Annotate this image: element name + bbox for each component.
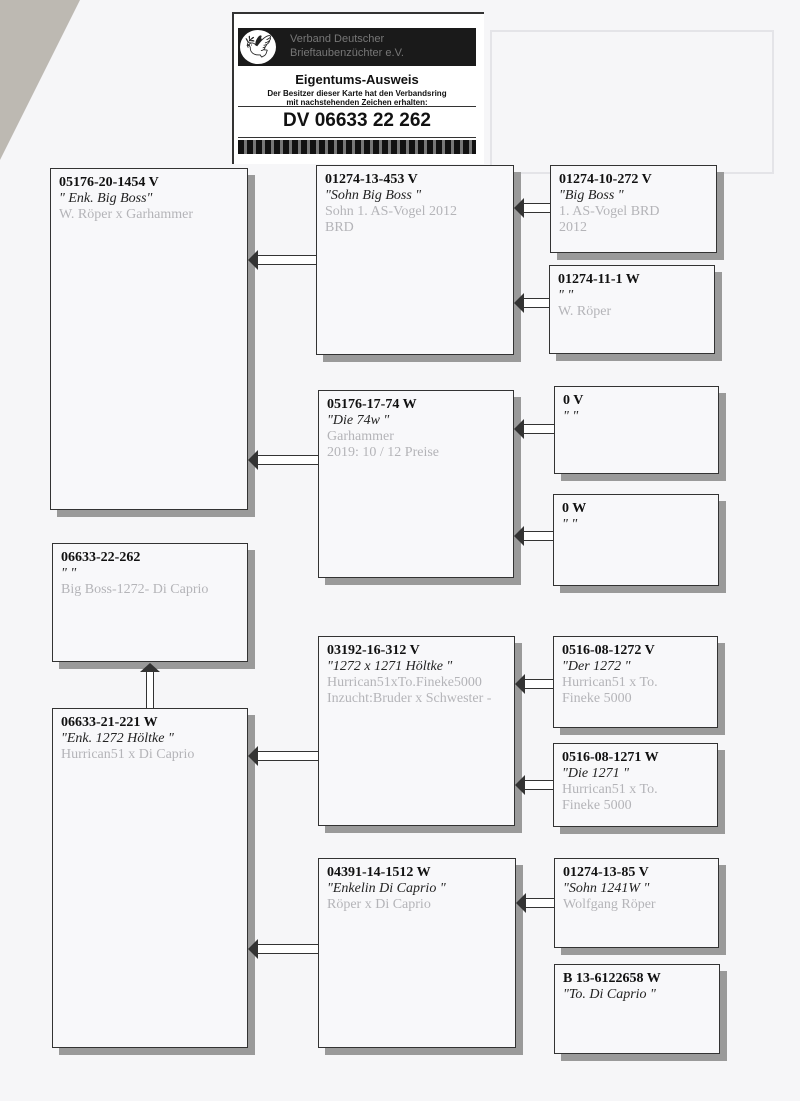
pigeon-ring: B 13-6122658 W bbox=[563, 971, 661, 986]
pigeon-info: Hurrican51 x Di Caprio bbox=[61, 747, 195, 762]
card-ring-number: DV 06633 22 262 bbox=[283, 110, 431, 131]
pedigree-box: 01274-10-272 V"Big Boss "1. AS-Vogel BRD… bbox=[550, 165, 717, 253]
pigeon-info: Fineke 5000 bbox=[562, 691, 632, 706]
pigeon-name: "Sohn Big Boss " bbox=[325, 188, 422, 203]
arrow bbox=[514, 526, 553, 546]
pigeon-info: Hurrican51 x To. bbox=[562, 675, 658, 690]
pedigree-box: 06633-22-262" "Big Boss-1272- Di Caprio bbox=[52, 543, 248, 662]
pedigree-box: 04391-14-1512 W"Enkelin Di Caprio "Röper… bbox=[318, 858, 516, 1048]
card-desc1: Der Besitzer dieser Karte hat den Verban… bbox=[267, 89, 447, 98]
pigeon-info: Röper x Di Caprio bbox=[327, 897, 431, 912]
pigeon-name: "Big Boss " bbox=[559, 188, 624, 203]
org-line1: Verband Deutscher bbox=[290, 33, 385, 45]
arrow bbox=[514, 198, 550, 218]
card-pattern bbox=[238, 140, 476, 154]
pedigree-box: 05176-20-1454 V" Enk. Big Boss"W. Röper … bbox=[50, 168, 248, 510]
pigeon-name: " " bbox=[558, 288, 574, 303]
org-band: Verband Deutscher Brieftaubenzüchter e.V… bbox=[238, 28, 476, 66]
arrow bbox=[248, 250, 316, 270]
arrow-up bbox=[140, 663, 160, 708]
card-title: Eigentums-Ausweis bbox=[295, 72, 419, 87]
arrow bbox=[514, 293, 549, 313]
pigeon-info: Sohn 1. AS-Vogel 2012 bbox=[325, 204, 457, 219]
pedigree-box: 0 W" " bbox=[553, 494, 719, 586]
pedigree-box: B 13-6122658 W"To. Di Caprio " bbox=[554, 964, 720, 1054]
pigeon-ring: 01274-10-272 V bbox=[559, 172, 652, 187]
pigeon-ring: 0 W bbox=[562, 501, 587, 516]
pigeon-name: " " bbox=[61, 566, 77, 581]
pigeon-name: " " bbox=[563, 409, 579, 424]
pedigree-box: 0516-08-1272 V"Der 1272 "Hurrican51 x To… bbox=[553, 636, 718, 728]
pigeon-ring: 05176-17-74 W bbox=[327, 397, 417, 412]
pigeon-ring: 06633-22-262 bbox=[61, 550, 141, 565]
card-ring-frame bbox=[238, 106, 476, 138]
pigeon-info: 2012 bbox=[559, 220, 587, 235]
pigeon-info: W. Röper bbox=[558, 304, 612, 319]
page-corner-fold bbox=[0, 0, 80, 160]
pigeon-info: Big Boss-1272- Di Caprio bbox=[61, 582, 209, 597]
pigeon-name: "Enk. 1272 Höltke " bbox=[61, 731, 174, 746]
pigeon-info: BRD bbox=[325, 220, 354, 235]
pigeon-ring: 04391-14-1512 W bbox=[327, 865, 431, 880]
pigeon-ring: 06633-21-221 W bbox=[61, 715, 158, 730]
pedigree-box: 0516-08-1271 W"Die 1271 "Hurrican51 x To… bbox=[553, 743, 718, 827]
pedigree-box: 03192-16-312 V"1272 x 1271 Höltke "Hurri… bbox=[318, 636, 515, 826]
pigeon-ring: 0516-08-1272 V bbox=[562, 643, 655, 658]
pigeon-info: Hurrican51 x To. bbox=[562, 782, 658, 797]
ownership-card: Verband Deutscher Brieftaubenzüchter e.V… bbox=[232, 12, 484, 164]
pigeon-info: Inzucht:Bruder x Schwester - bbox=[327, 691, 492, 706]
pigeon-name: "Sohn 1241W " bbox=[563, 881, 650, 896]
pigeon-name: "Enkelin Di Caprio " bbox=[327, 881, 446, 896]
pigeon-name: "1272 x 1271 Höltke " bbox=[327, 659, 453, 674]
pigeon-ring: 01274-13-85 V bbox=[563, 865, 649, 880]
pedigree-box: 01274-13-85 V"Sohn 1241W "Wolfgang Röper bbox=[554, 858, 719, 948]
org-line2: Brieftaubenzüchter e.V. bbox=[290, 47, 404, 59]
pigeon-logo-icon: 🕊 bbox=[240, 30, 276, 64]
pigeon-ring: 0 V bbox=[563, 393, 584, 408]
pigeon-ring: 03192-16-312 V bbox=[327, 643, 420, 658]
pigeon-name: "Der 1272 " bbox=[562, 659, 631, 674]
pigeon-name: "To. Di Caprio " bbox=[563, 987, 656, 1002]
pigeon-ring: 05176-20-1454 V bbox=[59, 175, 159, 190]
pigeon-info: 1. AS-Vogel BRD bbox=[559, 204, 660, 219]
arrow bbox=[516, 893, 554, 913]
arrow bbox=[248, 450, 318, 470]
pedigree-box: 0 V" " bbox=[554, 386, 719, 474]
pigeon-info: Garhammer bbox=[327, 429, 394, 444]
pigeon-name: " Enk. Big Boss" bbox=[59, 191, 153, 206]
arrow bbox=[248, 746, 318, 766]
bleed-through-card bbox=[490, 30, 774, 174]
pigeon-name: "Die 1271 " bbox=[562, 766, 629, 781]
arrow bbox=[515, 674, 553, 694]
pigeon-ring: 01274-13-453 V bbox=[325, 172, 418, 187]
arrow bbox=[515, 775, 553, 795]
pigeon-info: W. Röper x Garhammer bbox=[59, 207, 193, 222]
pedigree-box: 06633-21-221 W"Enk. 1272 Höltke "Hurrica… bbox=[52, 708, 248, 1048]
pigeon-name: " " bbox=[562, 517, 578, 532]
pedigree-box: 01274-13-453 V"Sohn Big Boss "Sohn 1. AS… bbox=[316, 165, 514, 355]
arrow bbox=[514, 419, 554, 439]
pigeon-info: Fineke 5000 bbox=[562, 798, 632, 813]
pigeon-ring: 01274-11-1 W bbox=[558, 272, 640, 287]
pigeon-ring: 0516-08-1271 W bbox=[562, 750, 659, 765]
pigeon-name: "Die 74w " bbox=[327, 413, 390, 428]
pedigree-box: 01274-11-1 W" "W. Röper bbox=[549, 265, 715, 354]
pigeon-info: 2019: 10 / 12 Preise bbox=[327, 445, 439, 460]
pigeon-info: Wolfgang Röper bbox=[563, 897, 656, 912]
arrow bbox=[248, 939, 318, 959]
pigeon-info: Hurrican51xTo.Fineke5000 bbox=[327, 675, 482, 690]
card-desc2: mit nachstehenden Zeichen erhalten: bbox=[286, 98, 428, 107]
